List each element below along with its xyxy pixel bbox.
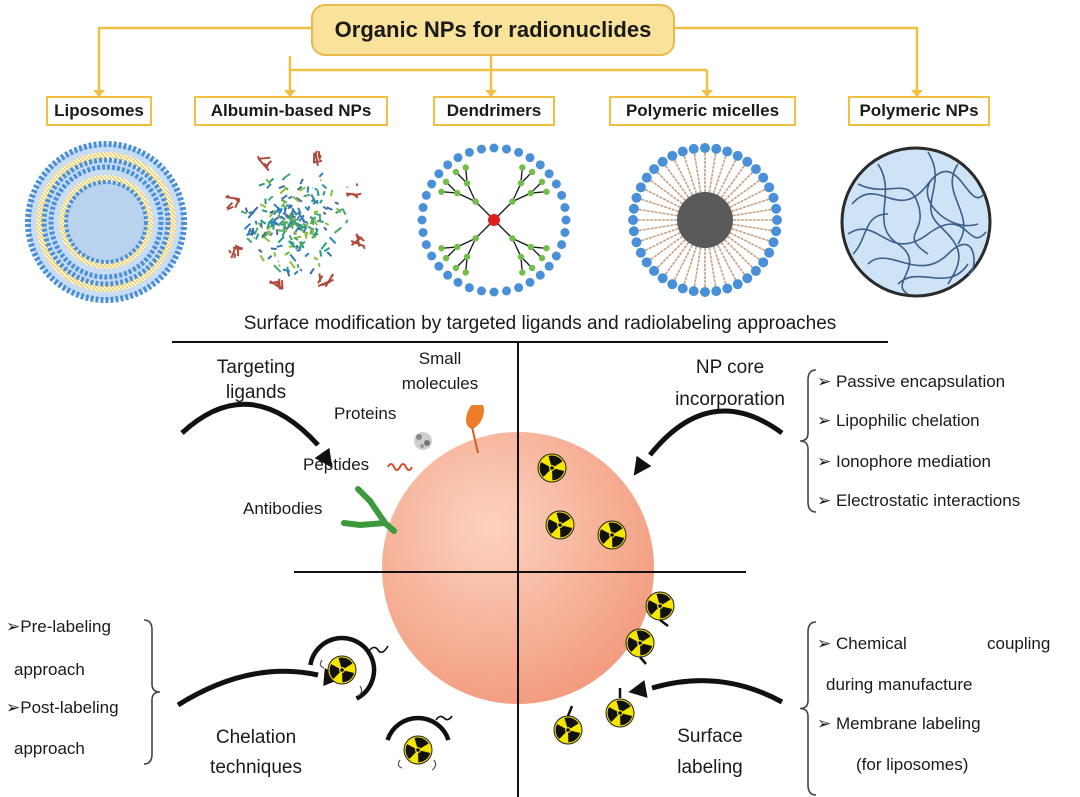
arrow-bullet-icon: ➢ [6,617,21,636]
surface-item-1-end: coupling [987,634,1051,653]
polymeric-micelle-illustration [628,143,782,297]
category-polymeric-nps: Polymeric NPs [848,96,990,126]
radiation-icon [605,698,635,728]
liposome-illustration [25,141,187,303]
core-item-4: ➢ Electrostatic interactions [817,491,1021,510]
surface-heading-1: Surface [677,726,743,747]
surface-item-1: ➢ Chemical [817,634,907,653]
radiation-icon [327,655,357,685]
annotation-overlay [143,369,817,796]
arrow-bullet-icon: ➢ [817,411,836,430]
arrow-bullet-icon: ➢ [817,452,836,471]
polymeric-np-illustration [840,146,992,298]
core-item-2: ➢ Lipophilic chelation [817,411,980,430]
small-molecules-label-1: Small [418,349,462,368]
radiation-icon [545,510,575,540]
section-title: Surface modification by targeted ligands… [243,313,837,334]
arrow-bullet-icon: ➢ [817,491,836,510]
surface-item-2b: (for liposomes) [856,755,969,774]
small-molecules-label-2: molecules [401,374,479,393]
np-core-heading-2: incorporation [675,389,785,410]
np-core-heading-1: NP core [695,357,765,378]
targeting-ligands-heading-1: Targeting [216,357,296,378]
diagram-title: Organic NPs for radionuclides [311,4,675,56]
protein-icon [414,432,432,450]
surface-heading-2: labeling [677,757,743,778]
small-molecule-icon [466,405,484,429]
albumin-np-illustration [225,150,366,290]
category-albumin-nps: Albumin-based NPs [194,96,388,126]
chelation-item-1b: approach [14,660,85,679]
chelation-heading-2: techniques [210,757,302,778]
arrow-bullet-icon: ➢ [817,714,836,733]
chelation-item-2: ➢Post-labeling [6,698,119,717]
connector-lines [93,26,923,97]
radiation-icon [645,591,675,621]
proteins-label: Proteins [334,404,397,423]
ligand-glyphs [341,405,484,534]
radiation-icon [597,520,627,550]
arrow-bullet-icon: ➢ [817,372,836,391]
arrow-bullet-icon: ➢ [6,698,21,717]
dendrimer-illustration [417,143,571,297]
category-polymeric-micelles: Polymeric micelles [609,96,796,126]
category-dendrimers: Dendrimers [433,96,555,126]
core-item-1: ➢ Passive encapsulation [817,372,1006,391]
quadrant-line-overlay-v [517,430,519,710]
surface-item-1b: during manufacture [826,675,973,694]
peptide-icon [387,463,413,471]
chelation-item-1: ➢Pre-labeling [6,617,111,636]
chelation-heading-1: Chelation [215,727,297,748]
radiation-icon [553,715,583,745]
chelation-item-2b: approach [14,739,85,758]
targeting-ligands-heading-2: ligands [225,382,287,403]
antibodies-label: Antibodies [243,499,323,518]
radiation-icon [403,735,433,765]
arrow-bullet-icon: ➢ [817,634,836,653]
quadrant-line-overlay [294,571,746,573]
surface-item-2: ➢ Membrane labeling [817,714,981,733]
category-liposomes: Liposomes [46,96,152,126]
radiation-icon [625,628,655,658]
core-item-3: ➢ Ionophore mediation [817,452,991,471]
antibody-icon [341,486,397,534]
radiation-icon [537,453,567,483]
